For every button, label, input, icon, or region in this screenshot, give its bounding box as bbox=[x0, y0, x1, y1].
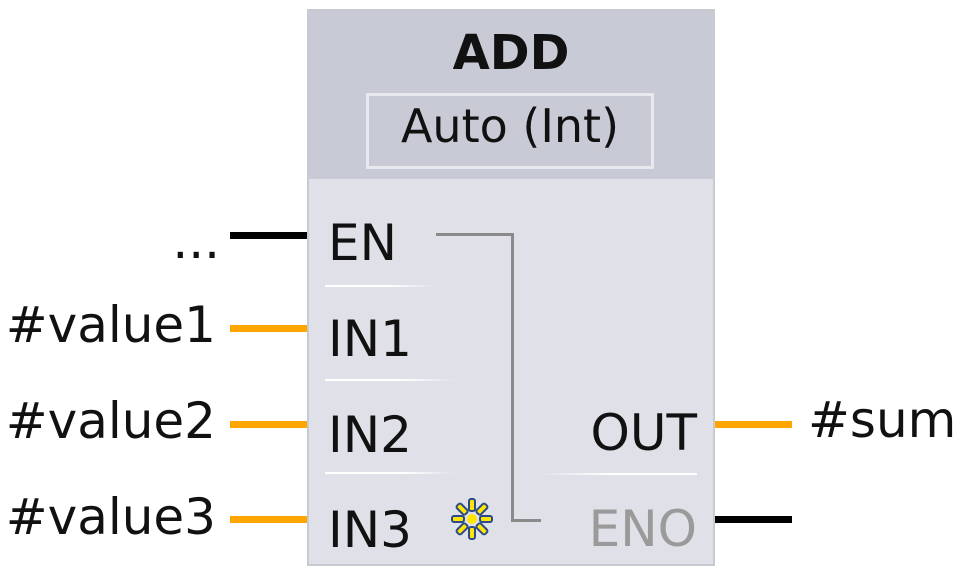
en-eno-connection bbox=[511, 519, 541, 522]
en-eno-connection bbox=[436, 233, 514, 236]
en-wire[interactable] bbox=[230, 232, 307, 239]
block-title: ADD bbox=[452, 25, 570, 81]
separator bbox=[539, 473, 697, 475]
datatype-selector[interactable]: Auto (Int) bbox=[366, 93, 654, 169]
eno-wire[interactable] bbox=[715, 516, 792, 523]
add-function-block[interactable]: ADD Auto (Int) EN IN1 IN2 IN3 OUT ENO bbox=[307, 9, 715, 566]
separator bbox=[325, 472, 455, 474]
in1-operand[interactable]: #value1 bbox=[5, 296, 216, 354]
pin-out[interactable]: OUT bbox=[590, 404, 698, 462]
pin-in2[interactable]: IN2 bbox=[328, 406, 412, 464]
out-wire[interactable] bbox=[715, 421, 792, 428]
separator bbox=[325, 379, 455, 381]
out-operand[interactable]: #sum bbox=[808, 391, 957, 449]
pin-in3[interactable]: IN3 bbox=[328, 501, 412, 559]
in3-wire[interactable] bbox=[230, 516, 307, 523]
yellow-star-icon[interactable] bbox=[449, 496, 495, 542]
datatype-label: Auto (Int) bbox=[400, 99, 620, 153]
pin-eno[interactable]: ENO bbox=[588, 500, 697, 558]
pin-en[interactable]: EN bbox=[328, 214, 397, 272]
in3-operand[interactable]: #value3 bbox=[5, 488, 216, 546]
in1-wire[interactable] bbox=[230, 325, 307, 332]
in2-operand[interactable]: #value2 bbox=[5, 392, 216, 450]
en-operand[interactable]: ... bbox=[172, 212, 220, 270]
separator bbox=[325, 285, 435, 287]
pin-in1[interactable]: IN1 bbox=[328, 310, 412, 368]
in2-wire[interactable] bbox=[230, 421, 307, 428]
en-eno-connection bbox=[511, 233, 514, 522]
block-header: ADD Auto (Int) bbox=[309, 11, 713, 179]
